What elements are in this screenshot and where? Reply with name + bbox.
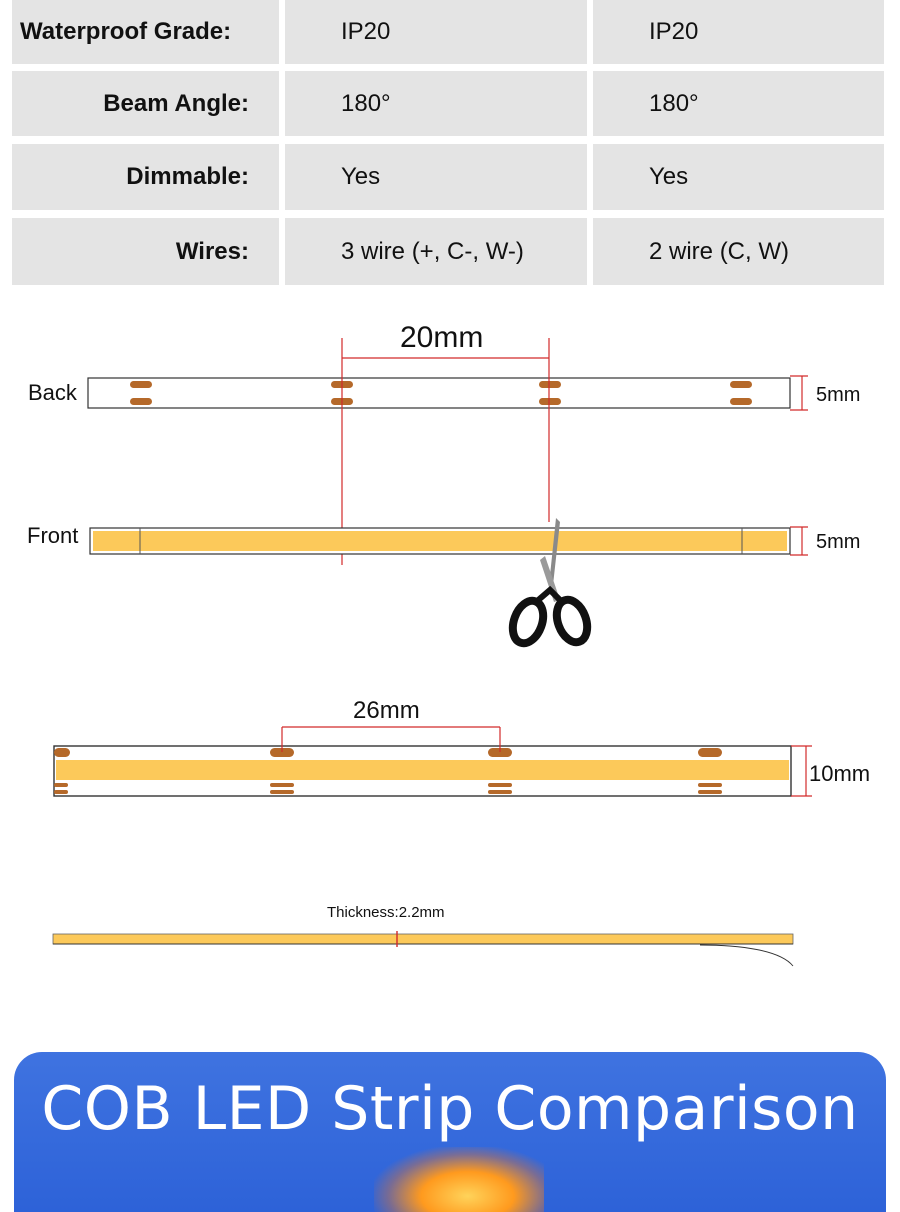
spec-value-2: IP20	[593, 0, 884, 64]
thickness-label: Thickness:2.2mm	[327, 904, 445, 921]
spec-value-1: 3 wire (+, C-, W-)	[285, 218, 587, 285]
scissors-icon	[508, 518, 592, 648]
spec-label: Beam Angle:	[12, 71, 279, 136]
back-width-dimension	[790, 375, 808, 411]
back-solder-pads	[130, 381, 752, 405]
back-label: Back	[28, 380, 78, 405]
spec-value-2: 2 wire (C, W)	[593, 218, 884, 285]
comparison-banner: COB LED Strip Comparison	[14, 1052, 886, 1212]
pitch-26mm-dimension	[281, 726, 501, 752]
banner-title: COB LED Strip Comparison	[41, 1074, 859, 1144]
spec-label: Waterproof Grade:	[12, 0, 279, 64]
pitch-26mm-label: 26mm	[353, 697, 420, 724]
back-width-label: 5mm	[816, 384, 860, 406]
wide-width-dimension	[791, 745, 812, 797]
side-peel-tape	[699, 944, 794, 967]
wide-solder-pads-top	[54, 748, 722, 757]
pitch-20mm-label: 20mm	[400, 321, 483, 354]
side-strip	[52, 933, 794, 945]
spec-value-1: 180°	[285, 71, 587, 136]
spec-value-1: IP20	[285, 0, 587, 64]
wide-width-label: 10mm	[809, 761, 870, 786]
spark-decoration	[374, 1147, 544, 1212]
wide-solder-pads-bottom	[54, 783, 722, 794]
pitch-20mm-dimension	[341, 338, 550, 565]
spec-value-2: 180°	[593, 71, 884, 136]
wide-led-band	[56, 760, 789, 780]
front-width-dimension	[790, 526, 808, 556]
front-label: Front	[27, 523, 78, 548]
strip-dimension-diagram: Back 20mm 5mm Front	[0, 290, 900, 1050]
strip-diagram-svg: Back 20mm 5mm Front	[27, 321, 870, 967]
spec-label: Wires:	[12, 218, 279, 285]
front-width-label: 5mm	[816, 531, 860, 553]
spec-value-2: Yes	[593, 144, 884, 210]
back-strip	[87, 377, 791, 409]
spec-label: Dimmable:	[12, 144, 279, 210]
front-cut-ticks	[139, 528, 743, 554]
spec-value-1: Yes	[285, 144, 587, 210]
front-led-band	[93, 531, 787, 551]
